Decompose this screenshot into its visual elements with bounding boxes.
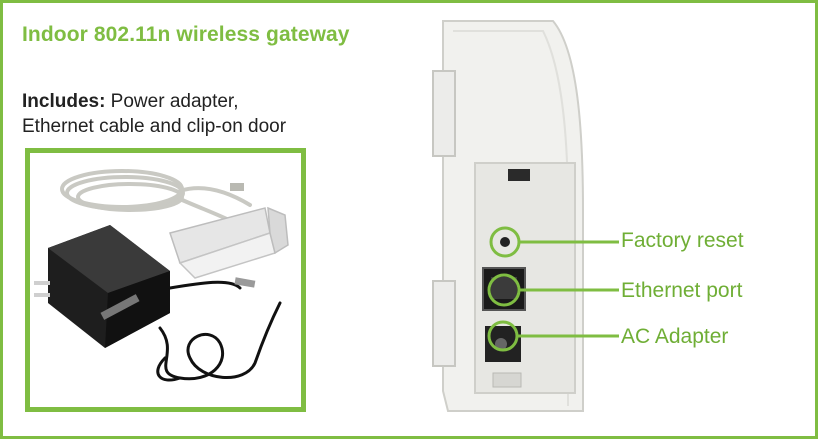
ethernet-port-label: Ethernet port — [621, 279, 743, 302]
dc-plug — [234, 277, 256, 288]
factory-reset-hole — [500, 237, 510, 247]
includes-text: Includes: Power adapter, Ethernet cable … — [22, 89, 362, 139]
includes-lead: Includes: — [22, 91, 106, 112]
top-clip — [432, 70, 456, 157]
ac-adapter-label: AC Adapter — [621, 325, 729, 348]
factory-reset-label: Factory reset — [621, 229, 744, 252]
accessories-photo — [25, 148, 306, 412]
includes-line-1: Power adapter, — [105, 91, 239, 112]
page-title: Indoor 802.11n wireless gateway — [22, 23, 350, 46]
accessories-illustration — [34, 169, 289, 382]
ethernet-cable — [60, 169, 252, 225]
power-adapter — [34, 225, 170, 348]
adapter-cord — [156, 280, 282, 382]
top-slot — [508, 169, 530, 181]
rj45-plug — [230, 183, 244, 191]
bottom-clip — [432, 280, 456, 367]
gateway-device — [432, 20, 619, 412]
clip-on-door — [169, 206, 289, 279]
includes-line-2: Ethernet cable and clip-on door — [22, 116, 287, 137]
